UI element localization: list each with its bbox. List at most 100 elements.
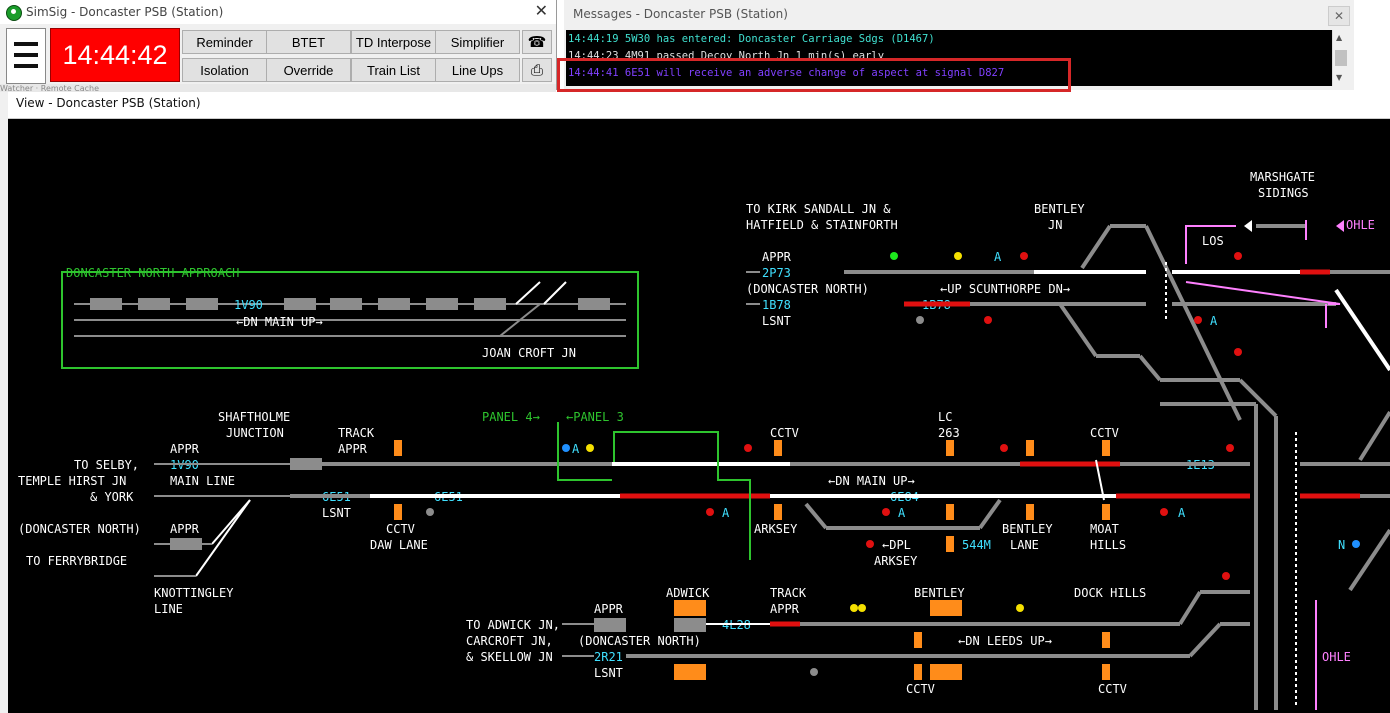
signalling-panel[interactable]: .g { stroke:#8c8c8c; stroke-width:4; fil… bbox=[8, 119, 1390, 713]
cctv-label: CCTV bbox=[1098, 682, 1127, 696]
destination-label: CARCROFT JN, bbox=[466, 634, 553, 648]
line-ups-button[interactable]: Line Ups bbox=[435, 58, 520, 82]
signal-red[interactable] bbox=[1000, 444, 1008, 452]
line-label: ←UP SCUNTHORPE DN→ bbox=[940, 282, 1070, 296]
signal-red[interactable] bbox=[706, 508, 714, 516]
signal-red[interactable] bbox=[1020, 252, 1028, 260]
messages-close-button[interactable]: ✕ bbox=[1328, 6, 1350, 26]
berth-block bbox=[674, 618, 706, 632]
train-id[interactable]: 1B78 bbox=[762, 298, 791, 312]
train-id[interactable]: 1V90 bbox=[234, 298, 263, 312]
auto-marker: A bbox=[1178, 506, 1186, 520]
signal-yellow[interactable] bbox=[858, 604, 866, 612]
destination-label: TO ADWICK JN, bbox=[466, 618, 560, 632]
signal-red[interactable] bbox=[1194, 316, 1202, 324]
signal-dark[interactable] bbox=[426, 508, 434, 516]
signal-label: N bbox=[1338, 538, 1345, 552]
messages-scrollbar[interactable]: ▲ ▼ bbox=[1332, 30, 1350, 86]
signal-green[interactable] bbox=[890, 252, 898, 260]
curve-track bbox=[1138, 354, 1162, 382]
override-button[interactable]: Override bbox=[266, 58, 351, 82]
signal-red[interactable] bbox=[1160, 508, 1168, 516]
signal-blue[interactable] bbox=[1352, 540, 1360, 548]
location-label: ARKSEY bbox=[754, 522, 798, 536]
scroll-up-icon[interactable]: ▲ bbox=[1336, 33, 1343, 42]
message-line-alert: 14:44:41 6E51 will receive an adverse ch… bbox=[568, 67, 1005, 79]
train-list-button[interactable]: Train List bbox=[351, 58, 436, 82]
auto-marker: A bbox=[898, 506, 906, 520]
signal-yellow[interactable] bbox=[1016, 604, 1024, 612]
lsnt-label: LSNT bbox=[762, 314, 791, 328]
location-label: (DONCASTER NORTH) bbox=[578, 634, 701, 648]
signal-red[interactable] bbox=[1222, 572, 1230, 580]
signal-red[interactable] bbox=[1226, 444, 1234, 452]
track-label: TRACK bbox=[338, 426, 375, 440]
close-icon[interactable]: ✕ bbox=[534, 1, 548, 20]
cctv-label: CCTV bbox=[386, 522, 415, 536]
location-label: SIDINGS bbox=[1258, 186, 1309, 200]
signal-red[interactable] bbox=[984, 316, 992, 324]
signal-red[interactable] bbox=[866, 540, 874, 548]
scroll-down-icon[interactable]: ▼ bbox=[1336, 73, 1343, 82]
td-interpose-button[interactable]: TD Interpose bbox=[351, 30, 436, 54]
location-label: LANE bbox=[1010, 538, 1039, 552]
line-label: ←DPL bbox=[882, 538, 911, 552]
berth-block bbox=[170, 538, 202, 550]
auto-marker: A bbox=[1210, 314, 1218, 328]
isolation-button[interactable]: Isolation bbox=[182, 58, 267, 82]
hamburger-menu-button[interactable] bbox=[6, 28, 46, 84]
destination-label: TO SELBY, bbox=[74, 458, 139, 472]
signal-dark[interactable] bbox=[916, 316, 924, 324]
mileage-label: 544M bbox=[962, 538, 991, 552]
appr-label: APPR bbox=[338, 442, 368, 456]
control-titlebar: SimSig - Doncaster PSB (Station) ✕ bbox=[0, 0, 556, 24]
btet-button[interactable]: BTET bbox=[266, 30, 351, 54]
signal-group[interactable] bbox=[426, 444, 1360, 676]
appr-label: APPR bbox=[170, 442, 200, 456]
curve-track bbox=[1178, 590, 1202, 626]
signal-yellow[interactable] bbox=[954, 252, 962, 260]
signal-red[interactable] bbox=[1234, 252, 1242, 260]
level-crossing-blocks bbox=[394, 440, 1110, 680]
ohle-arrow-icon bbox=[1336, 220, 1344, 232]
train-id[interactable]: 2P73 bbox=[762, 266, 791, 280]
approach-box bbox=[61, 271, 639, 369]
scroll-thumb[interactable] bbox=[1335, 50, 1347, 66]
destination-label: & YORK bbox=[90, 490, 134, 504]
menu-bar-icon bbox=[14, 42, 38, 46]
train-id[interactable]: 2R21 bbox=[594, 650, 623, 664]
printer-button[interactable]: ⎙ bbox=[522, 58, 552, 82]
location-label: MOAT bbox=[1090, 522, 1119, 536]
track-diagram[interactable]: .g { stroke:#8c8c8c; stroke-width:4; fil… bbox=[8, 119, 1390, 713]
signal-blue[interactable] bbox=[562, 444, 570, 452]
junction-label: SHAFTHOLME bbox=[218, 410, 290, 424]
line-label: MAIN LINE bbox=[170, 474, 235, 488]
menu-bar-icon bbox=[14, 53, 38, 57]
telephone-button[interactable]: ☎ bbox=[522, 30, 552, 54]
location-label: BENTLEY bbox=[914, 586, 965, 600]
cctv-label: CCTV bbox=[1090, 426, 1119, 440]
alert-highlight-box bbox=[557, 58, 1071, 92]
curve-track bbox=[1058, 302, 1098, 358]
ohle-boundary bbox=[1185, 225, 1236, 264]
signal-red[interactable] bbox=[744, 444, 752, 452]
signal-red[interactable] bbox=[1234, 348, 1242, 356]
signal-red[interactable] bbox=[882, 508, 890, 516]
appr-label: APPR bbox=[770, 602, 800, 616]
simplifier-button[interactable]: Simplifier bbox=[435, 30, 520, 54]
level-crossing-label: LC bbox=[938, 410, 952, 424]
destination-label: LINE bbox=[154, 602, 183, 616]
reminder-button[interactable]: Reminder bbox=[182, 30, 267, 54]
signal-yellow[interactable] bbox=[850, 604, 858, 612]
signal-yellow[interactable] bbox=[586, 444, 594, 452]
printer-icon: ⎙ bbox=[530, 61, 543, 79]
view-titlebar: View - Doncaster PSB (Station) bbox=[8, 92, 1390, 119]
background-window-strip: Watcher · Remote Cache bbox=[0, 84, 556, 93]
direction-arrow-icon bbox=[1244, 220, 1252, 232]
location-label: JN bbox=[1048, 218, 1062, 232]
signal-group[interactable] bbox=[890, 252, 1242, 356]
simsig-logo-icon bbox=[6, 5, 22, 21]
signal-dark[interactable] bbox=[810, 668, 818, 676]
location-label: BENTLEY bbox=[1034, 202, 1085, 216]
location-label: ARKSEY bbox=[874, 554, 918, 568]
